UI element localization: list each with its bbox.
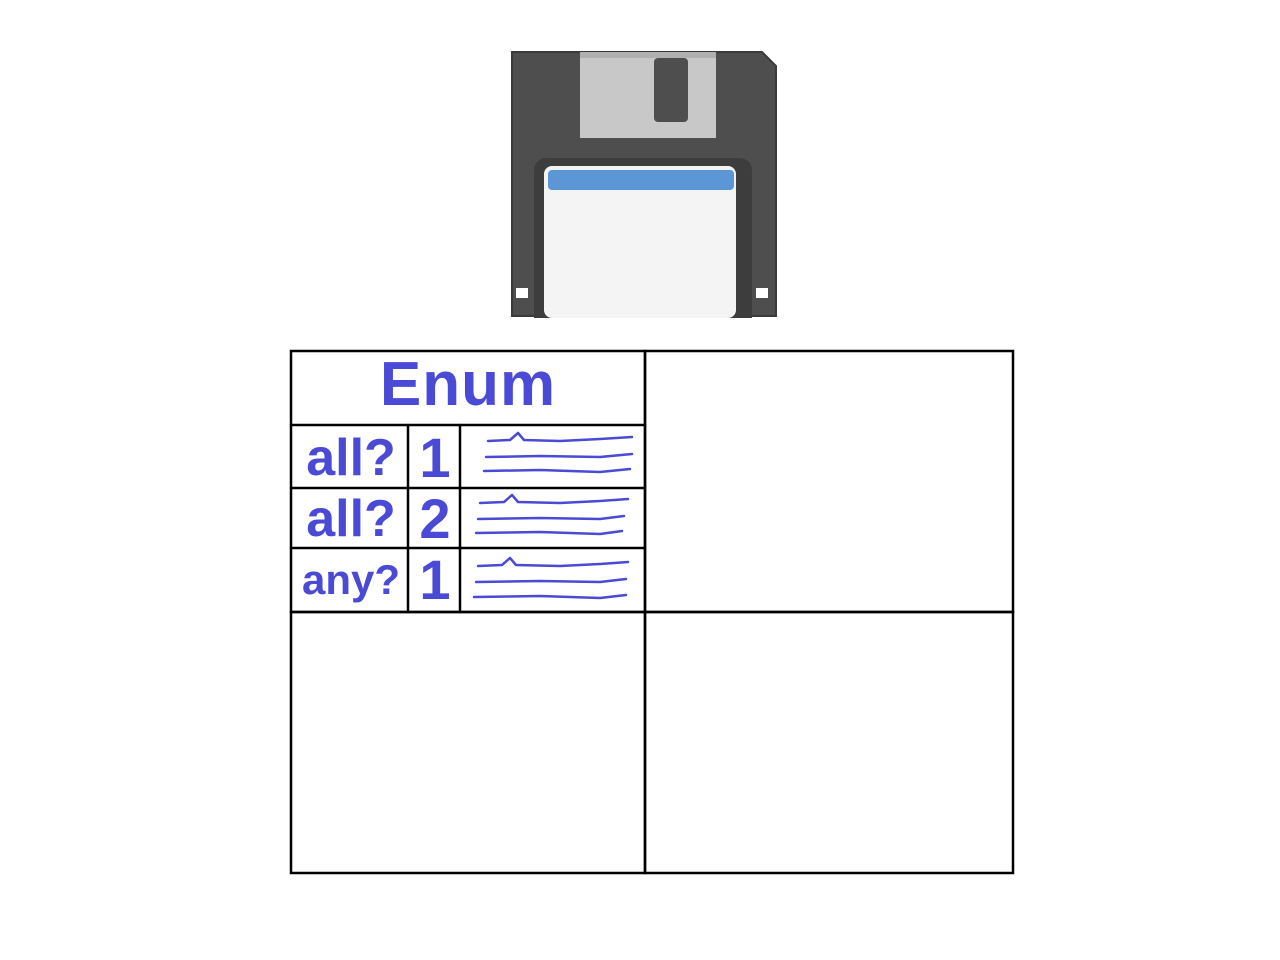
scribble-description-2 xyxy=(474,493,630,536)
method-label-1: all? xyxy=(306,429,396,487)
method-label-3: any? xyxy=(301,556,401,603)
count-label-3: 1 xyxy=(419,548,451,611)
count-label-2: 2 xyxy=(419,487,451,550)
quadrant-bottom-left xyxy=(289,610,647,875)
enum-title: Enum xyxy=(379,350,557,419)
floppy-disk-icon xyxy=(511,51,777,318)
count-label-1: 1 xyxy=(419,426,451,489)
scribble-description-3 xyxy=(472,556,630,600)
quadrant-top-right xyxy=(643,349,1015,614)
method-label-2: all? xyxy=(306,490,396,548)
scribble-description-1 xyxy=(482,431,634,474)
quadrant-bottom-right xyxy=(643,610,1015,875)
